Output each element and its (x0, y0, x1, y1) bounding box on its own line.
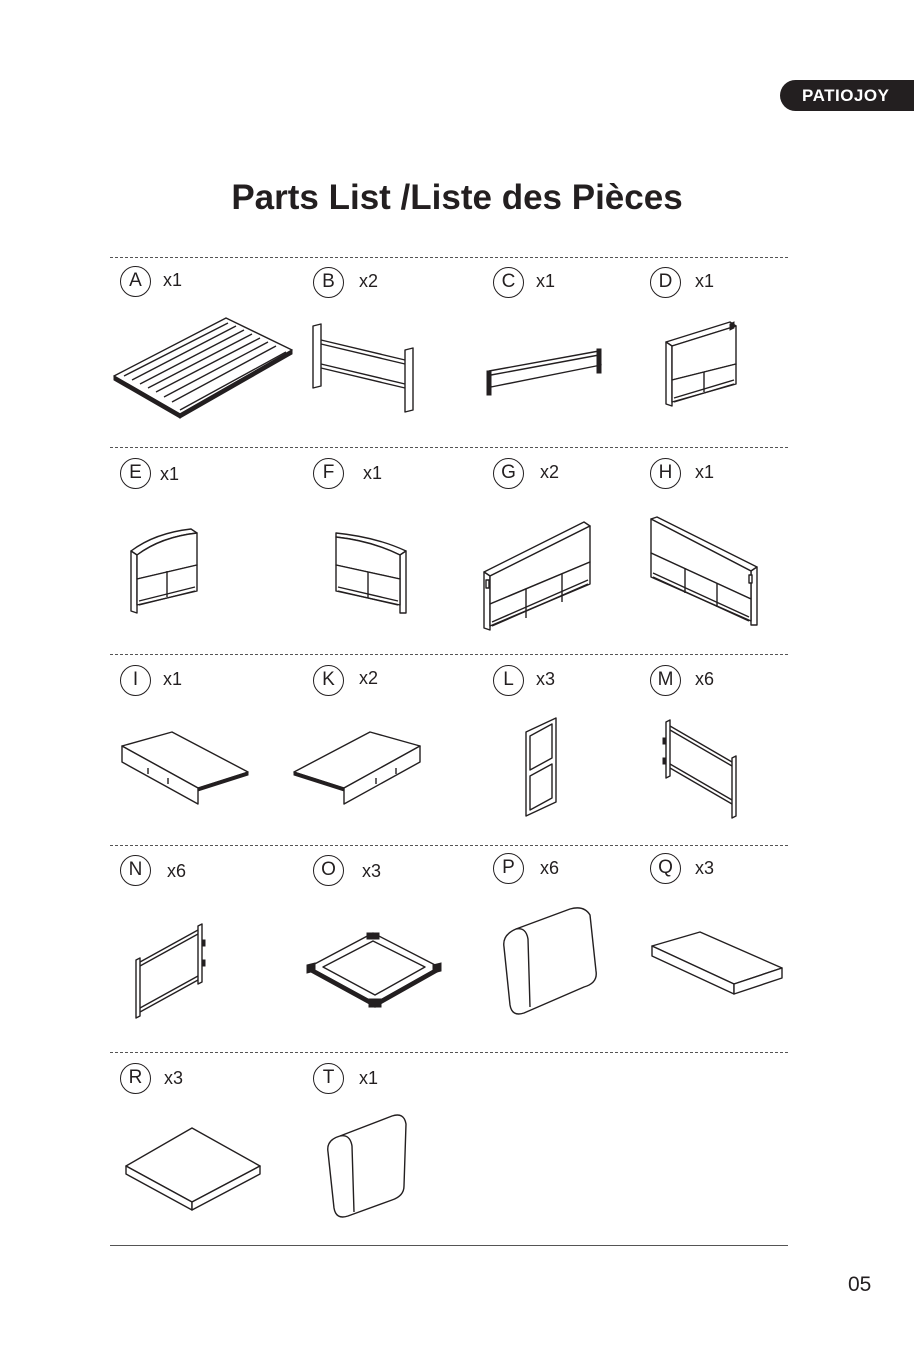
corner-back-cushion-illustration (322, 1112, 412, 1220)
part-letter-badge: O (313, 855, 344, 886)
part-letter-badge: P (493, 853, 524, 884)
page-number: 05 (848, 1273, 871, 1297)
part-letter-badge: C (493, 267, 524, 298)
part-letter-badge: G (493, 458, 524, 489)
curved-armrest-left-illustration (125, 525, 215, 620)
part-letter-badge: E (120, 458, 151, 489)
part-letter-badge: K (313, 665, 344, 696)
part-quantity: x2 (540, 462, 559, 482)
part-quantity: x1 (359, 1068, 378, 1088)
back-cushion-illustration (498, 905, 603, 1020)
part-quantity: x1 (163, 270, 182, 290)
square-cushion-illustration (122, 1124, 264, 1214)
side-panel-frame-illustration (660, 718, 745, 823)
part-letter-badge: Q (650, 853, 681, 884)
part-quantity: x1 (163, 669, 182, 689)
part-letter-badge: I (120, 665, 151, 696)
part-letter-badge: M (650, 665, 681, 696)
part-letter-badge: B (313, 267, 344, 298)
row-separator (110, 654, 788, 655)
part-quantity: x6 (167, 861, 186, 881)
square-base-frame-illustration (305, 925, 445, 1010)
side-leg-frame-illustration (305, 318, 425, 418)
row-separator (110, 447, 788, 448)
part-quantity: x1 (160, 464, 179, 484)
row-separator (110, 1052, 788, 1053)
part-quantity: x1 (695, 462, 714, 482)
part-quantity: x1 (363, 463, 382, 483)
part-quantity: x6 (695, 669, 714, 689)
part-letter-badge: T (313, 1063, 344, 1094)
row-separator (110, 845, 788, 846)
row-separator (110, 257, 788, 258)
slatted-seat-base-illustration (110, 310, 300, 420)
curved-armrest-right-illustration (328, 525, 413, 620)
corner-backrest-illustration (660, 318, 750, 413)
part-quantity: x3 (536, 669, 555, 689)
part-quantity: x6 (540, 858, 559, 878)
part-letter-badge: H (650, 458, 681, 489)
vertical-panel-frame-illustration (520, 712, 565, 822)
seat-cushion-illustration (648, 928, 788, 1000)
part-letter-badge: R (120, 1063, 151, 1094)
part-letter-badge: N (120, 855, 151, 886)
part-quantity: x3 (695, 858, 714, 878)
brand-logo: PATIOJOY (780, 80, 914, 111)
part-quantity: x2 (359, 668, 378, 688)
cross-bar-illustration (485, 345, 610, 405)
page-title: Parts List /Liste des Pièces (0, 178, 914, 218)
part-quantity: x3 (362, 861, 381, 881)
part-quantity: x1 (536, 271, 555, 291)
part-quantity: x1 (695, 271, 714, 291)
bottom-rule (110, 1245, 788, 1246)
part-quantity: x3 (164, 1068, 183, 1088)
part-letter-badge: A (120, 266, 151, 297)
part-letter-badge: D (650, 267, 681, 298)
table-top-right-illustration (290, 728, 425, 808)
part-letter-badge: L (493, 665, 524, 696)
part-quantity: x2 (359, 271, 378, 291)
long-backrest-illustration (480, 518, 595, 633)
long-backrest-mirrored-illustration (645, 513, 763, 631)
table-top-left-illustration (118, 728, 253, 808)
angled-panel-frame-illustration (130, 920, 210, 1020)
part-letter-badge: F (313, 458, 344, 489)
